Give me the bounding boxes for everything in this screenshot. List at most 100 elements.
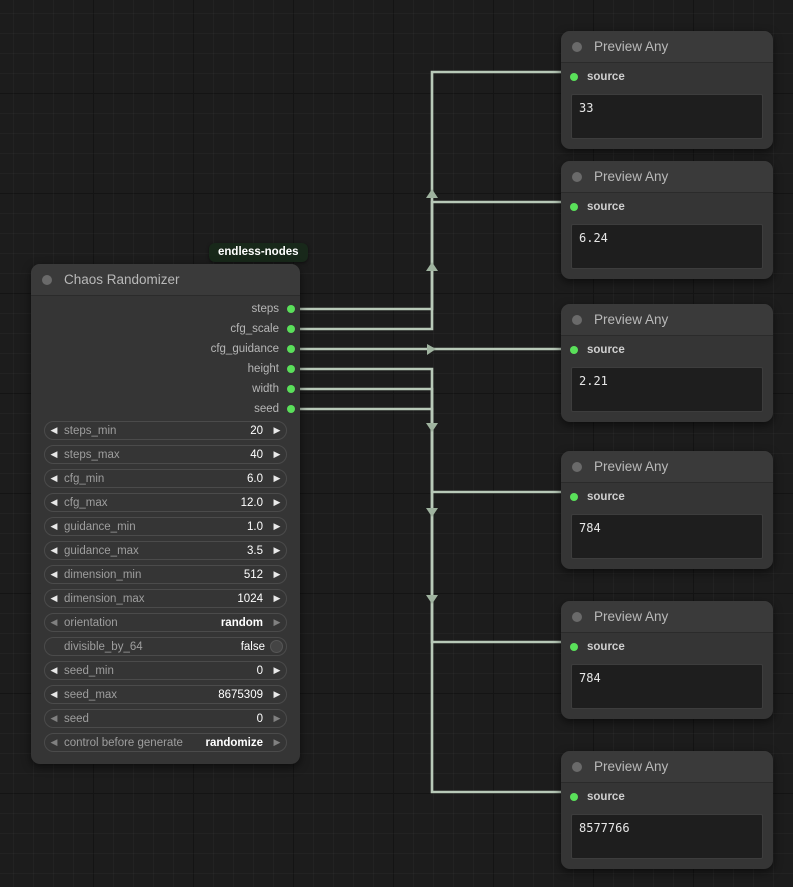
slot-dot-icon[interactable] [570,203,578,211]
stepper-left-arrow-icon[interactable]: ◀ [50,425,58,435]
input-slot-source[interactable]: source [561,192,773,222]
slot-dot-icon[interactable] [287,385,295,393]
input-slot-source[interactable]: source [561,335,773,365]
widget-value[interactable]: 512 [243,568,263,581]
stepper-left-arrow-icon[interactable]: ◀ [50,713,58,723]
node-preview-any-2[interactable]: Preview Any source 2.21 [561,304,773,422]
stepper-left-arrow-icon[interactable]: ◀ [50,473,58,483]
widget-value[interactable]: 20 [250,424,263,437]
widget-value[interactable]: 6.0 [247,472,263,485]
stepper-left-arrow-icon[interactable]: ◀ [50,689,58,699]
widget-value[interactable]: 40 [250,448,263,461]
collapse-circle-icon[interactable] [572,171,582,182]
slot-dot-icon[interactable] [570,643,578,651]
collapse-circle-icon[interactable] [572,461,582,472]
stepper-right-arrow-icon[interactable]: ▶ [273,521,281,531]
widget-value[interactable]: 3.5 [247,544,263,557]
stepper-left-arrow-icon[interactable]: ◀ [50,593,58,603]
stepper-left-arrow-icon[interactable]: ◀ [50,449,58,459]
stepper-right-arrow-icon[interactable]: ▶ [273,713,281,723]
stepper-left-arrow-icon[interactable]: ◀ [50,737,58,747]
widget-value[interactable]: 0 [256,664,263,677]
node-header[interactable]: Preview Any [561,751,773,783]
collapse-circle-icon[interactable] [42,274,52,285]
stepper-right-arrow-icon[interactable]: ▶ [273,569,281,579]
stepper-right-arrow-icon[interactable]: ▶ [273,665,281,675]
stepper-right-arrow-icon[interactable]: ▶ [273,425,281,435]
stepper-left-arrow-icon[interactable]: ◀ [50,545,58,555]
widget-value[interactable]: 0 [256,712,263,725]
widget-value[interactable]: randomize [205,736,263,749]
widget-value[interactable]: 8675309 [218,688,263,701]
toggle-knob[interactable] [270,640,283,653]
widget-value[interactable]: 1.0 [247,520,263,533]
input-slot-source[interactable]: source [561,482,773,512]
stepper-left-arrow-icon[interactable]: ◀ [50,665,58,675]
node-header[interactable]: Preview Any [561,161,773,193]
node-preview-any-3[interactable]: Preview Any source 784 [561,451,773,569]
stepper-left-arrow-icon[interactable]: ◀ [50,617,58,627]
node-header[interactable]: Preview Any [561,304,773,336]
node-preview-any-0[interactable]: Preview Any source 33 [561,31,773,149]
stepper-right-arrow-icon[interactable]: ▶ [273,545,281,555]
node-preview-any-1[interactable]: Preview Any source 6.24 [561,161,773,279]
widget-value[interactable]: 1024 [237,592,263,605]
slot-dot-icon[interactable] [287,345,295,353]
slot-dot-icon[interactable] [570,346,578,354]
output-slot-steps[interactable]: steps [31,299,300,319]
slot-dot-icon[interactable] [570,73,578,81]
stepper-right-arrow-icon[interactable]: ▶ [273,449,281,459]
collapse-circle-icon[interactable] [572,41,582,52]
stepper-right-arrow-icon[interactable]: ▶ [273,689,281,699]
slot-dot-icon[interactable] [287,325,295,333]
stepper-left-arrow-icon[interactable]: ◀ [50,569,58,579]
stepper-left-arrow-icon[interactable]: ◀ [50,497,58,507]
widget-value[interactable]: 12.0 [240,496,263,509]
node-preview-any-4[interactable]: Preview Any source 784 [561,601,773,719]
output-slot-cfg_scale[interactable]: cfg_scale [31,319,300,339]
output-slot-cfg_guidance[interactable]: cfg_guidance [31,339,300,359]
input-slot-source[interactable]: source [561,782,773,812]
collapse-circle-icon[interactable] [572,314,582,325]
node-header[interactable]: Preview Any [561,601,773,633]
slot-dot-icon[interactable] [287,405,295,413]
output-slot-height[interactable]: height [31,359,300,379]
output-slot-width[interactable]: width [31,379,300,399]
collapse-circle-icon[interactable] [572,611,582,622]
widget-value[interactable]: false [240,640,265,653]
widget-value[interactable]: random [220,616,263,629]
stepper-right-arrow-icon[interactable]: ▶ [273,593,281,603]
stepper-left-arrow-icon[interactable]: ◀ [50,521,58,531]
node-header[interactable]: Preview Any [561,31,773,63]
stepper-right-arrow-icon[interactable]: ▶ [273,473,281,483]
output-slot-seed[interactable]: seed [31,399,300,419]
node-header[interactable]: Chaos Randomizer [31,264,300,296]
node-header[interactable]: Preview Any [561,451,773,483]
slot-dot-icon[interactable] [570,493,578,501]
slot-dot-icon[interactable] [287,305,295,313]
slot-dot-icon[interactable] [570,793,578,801]
stepper-right-arrow-icon[interactable]: ▶ [273,617,281,627]
slot-dot-icon[interactable] [287,365,295,373]
node-preview-any-5[interactable]: Preview Any source 8577766 [561,751,773,869]
stepper-right-arrow-icon[interactable]: ▶ [273,737,281,747]
collapse-circle-icon[interactable] [572,761,582,772]
input-slot-source[interactable]: source [561,632,773,662]
input-slot-source[interactable]: source [561,62,773,92]
stepper-right-arrow-icon[interactable]: ▶ [273,497,281,507]
